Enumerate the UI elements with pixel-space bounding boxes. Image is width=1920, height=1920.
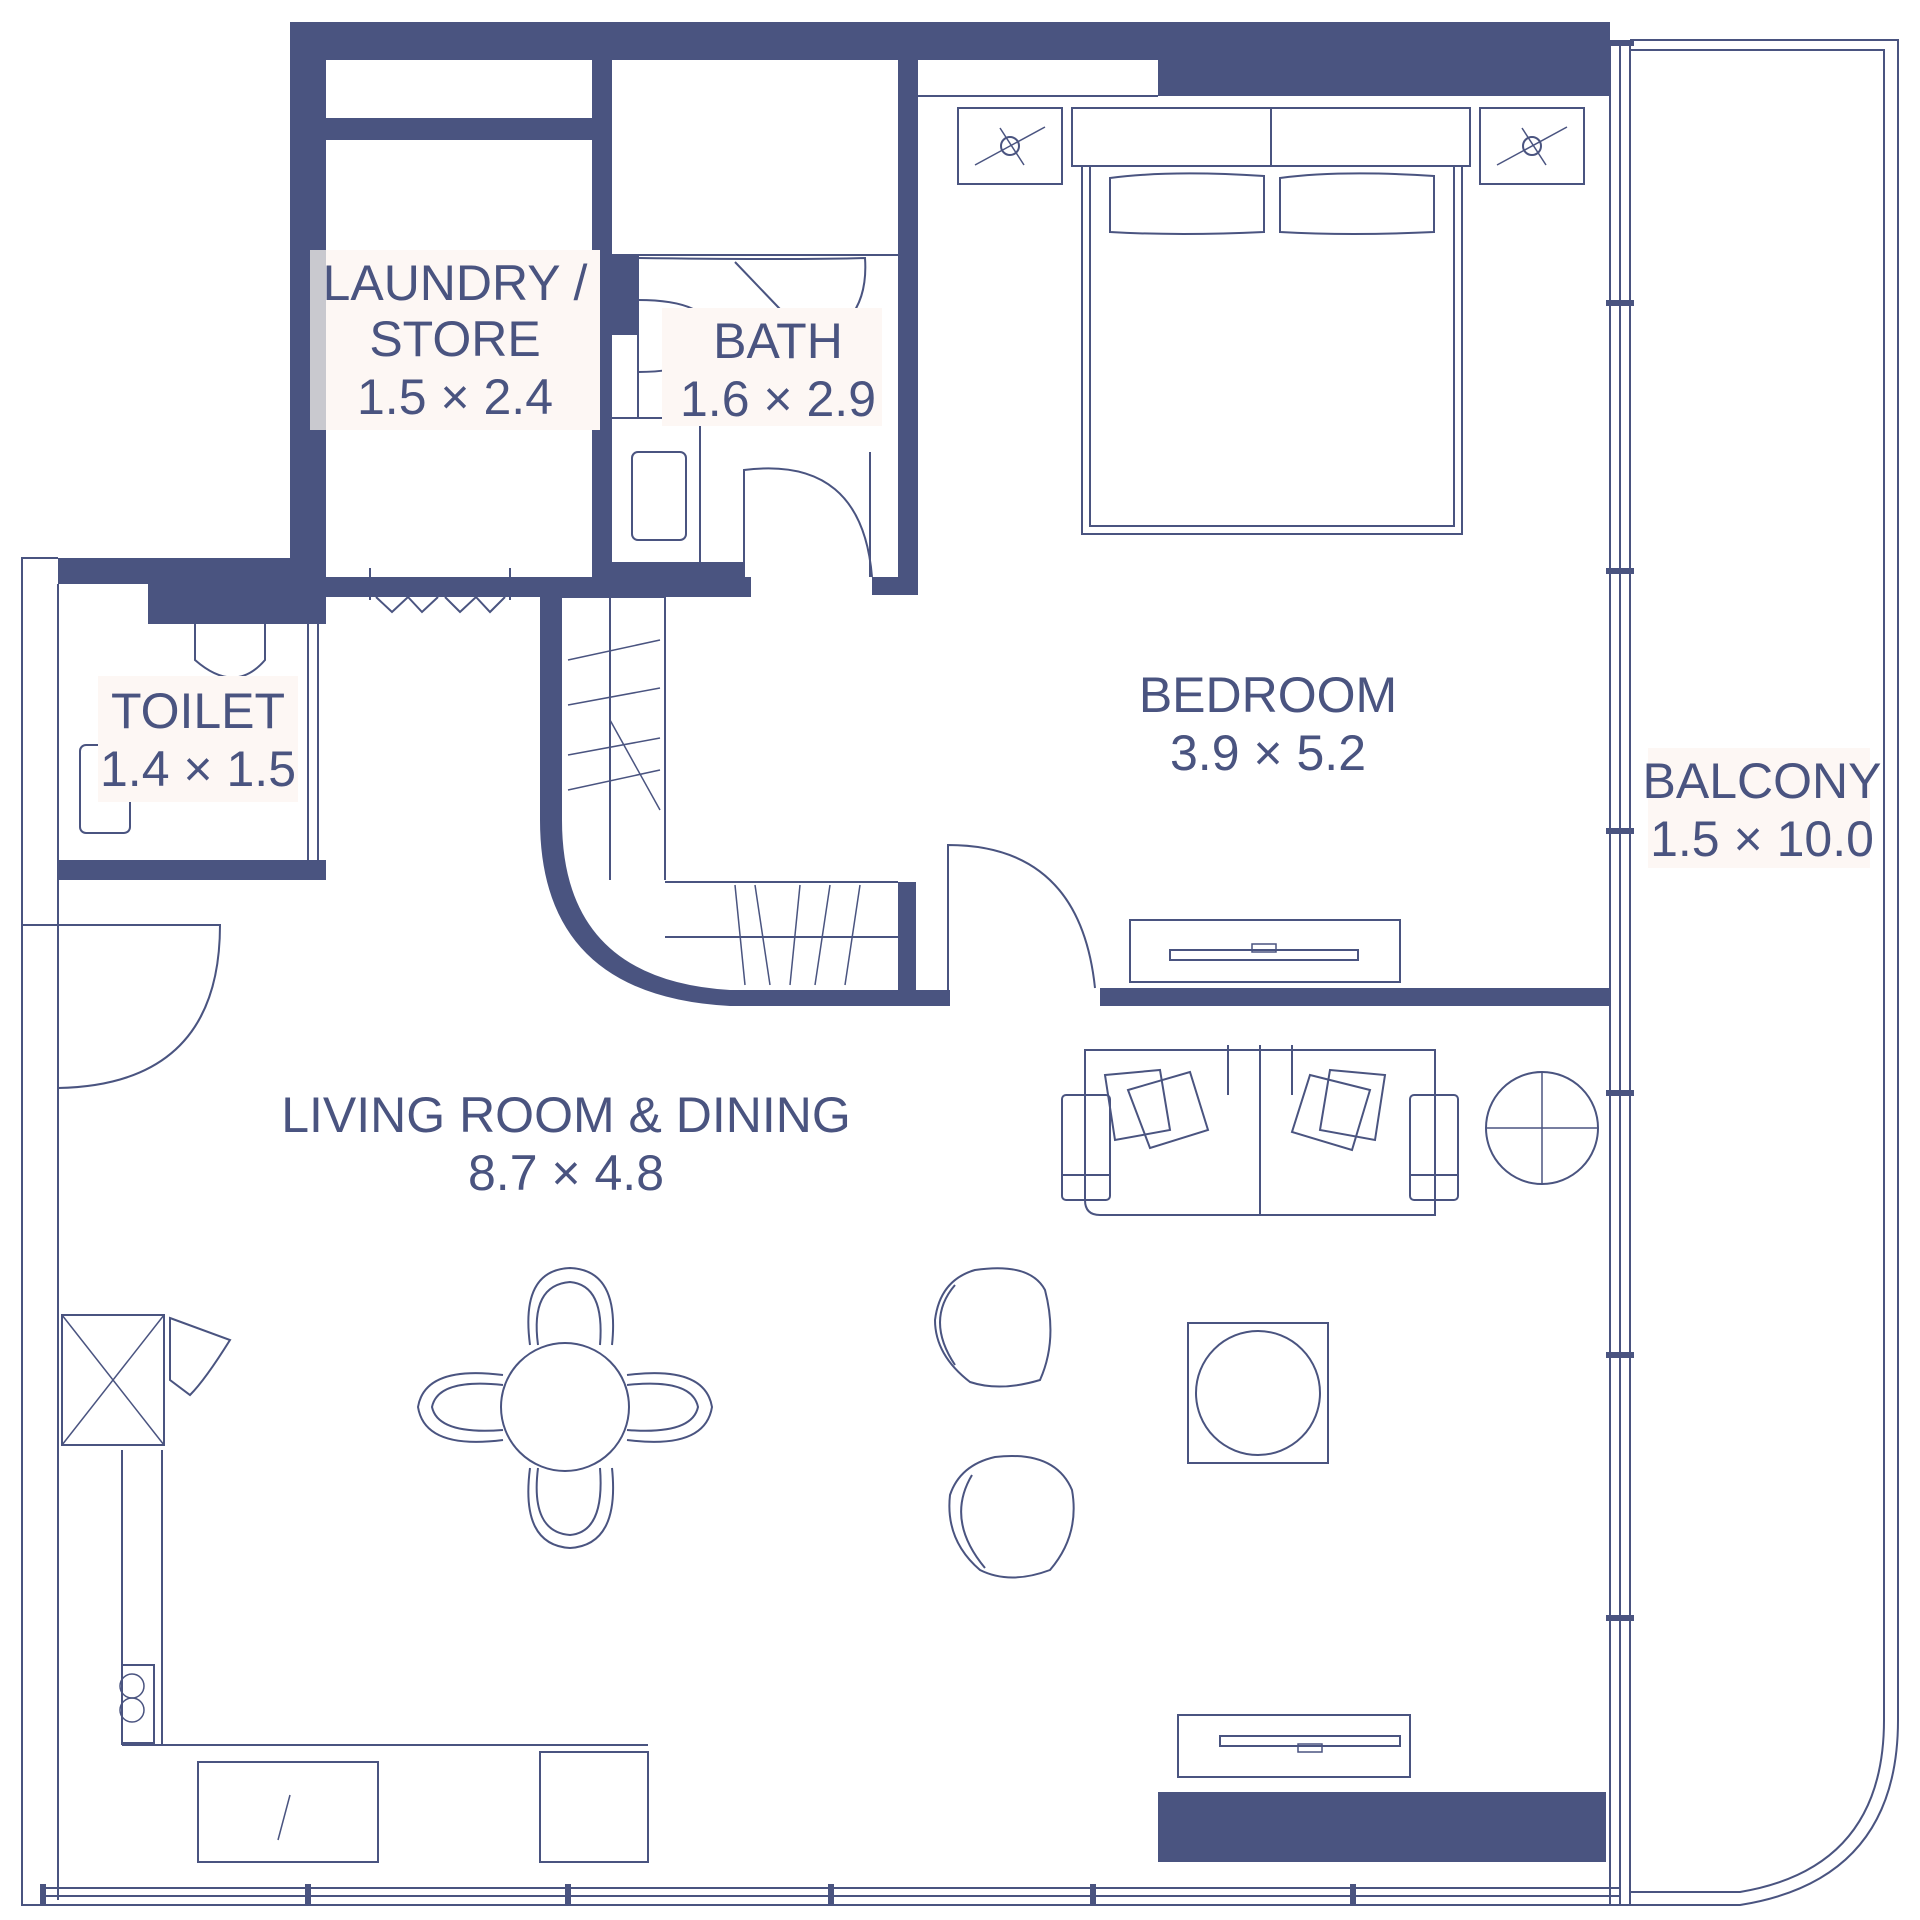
bath-stub xyxy=(612,255,638,335)
walls xyxy=(58,22,1610,1862)
curved-wall xyxy=(540,597,950,1006)
toilet-name: TOILET xyxy=(111,683,285,739)
nightstand-right xyxy=(1479,107,1585,185)
toilet-bottom-wall xyxy=(58,860,326,880)
kitchen xyxy=(61,1314,649,1863)
bath-bottom-wall-right xyxy=(872,577,918,595)
dining-set xyxy=(416,1266,714,1550)
toilet-wc xyxy=(194,624,266,679)
glazing-mullions-bottom xyxy=(40,1884,1356,1904)
window-block-bottom xyxy=(1158,1792,1606,1862)
bedroom-size: 3.9 × 5.2 xyxy=(1170,725,1366,781)
coffee-table xyxy=(1187,1322,1329,1464)
side-table xyxy=(1485,1071,1599,1185)
wardrobe-vertical xyxy=(567,597,666,880)
lounge-chair-1 xyxy=(933,1267,1052,1388)
exterior-left-outline xyxy=(21,557,1610,1906)
bedroom-name: BEDROOM xyxy=(1139,667,1397,723)
bath-bottom-wall-left xyxy=(592,562,744,597)
glazing-mullions-right xyxy=(1606,40,1634,1621)
laundry-shelf-top xyxy=(326,118,592,140)
balcony-label-bg xyxy=(1648,748,1870,868)
laundry-label-bg xyxy=(310,250,600,430)
laundry-name-line2: STORE xyxy=(369,311,540,367)
living-name: LIVING ROOM & DINING xyxy=(281,1087,851,1143)
bath-door-swing xyxy=(743,467,873,590)
room-labels: LAUNDRY / STORE 1.5 × 2.4 BATH 1.6 × 2.9… xyxy=(98,250,1881,1201)
bed xyxy=(1071,107,1471,535)
entry-door-swing xyxy=(22,924,222,1089)
toilet-size: 1.4 × 1.5 xyxy=(100,741,296,797)
bedroom-bottom-wall xyxy=(1100,988,1610,1006)
laundry-size: 1.5 × 2.4 xyxy=(357,369,553,425)
sofa xyxy=(1061,1045,1459,1216)
wardrobe-horizontal xyxy=(665,881,898,986)
toilet-top-wall xyxy=(58,558,326,584)
top-wall-left xyxy=(290,22,1610,60)
laundry-label-edge xyxy=(310,250,326,430)
outlines xyxy=(21,39,1899,1906)
lounge-chair-2 xyxy=(948,1455,1075,1579)
laundry-name-line1: LAUNDRY / xyxy=(323,255,588,311)
bath-name: BATH xyxy=(713,313,843,369)
wardrobe-divider xyxy=(898,882,916,990)
bath-size: 1.6 × 2.9 xyxy=(680,371,876,427)
toilet-inner-wall-block xyxy=(148,584,326,624)
balcony-outline-inner xyxy=(1630,49,1885,1893)
balcony-size: 1.5 × 10.0 xyxy=(1650,811,1874,867)
living-size: 8.7 × 4.8 xyxy=(468,1145,664,1201)
nightstand-left xyxy=(957,107,1063,185)
bedroom-tv-unit xyxy=(1129,919,1401,983)
balcony-name: BALCONY xyxy=(1643,753,1882,809)
toilet-label-bg xyxy=(98,676,298,802)
bath-label-bg xyxy=(662,308,882,426)
balcony-outline-outer xyxy=(1610,39,1899,1906)
living-tv-unit xyxy=(1177,1714,1411,1778)
toilet-right-wall xyxy=(300,584,326,614)
laundry-bath-partition xyxy=(592,60,612,577)
bath-right-wall xyxy=(898,60,918,595)
laundry-bifold-doors xyxy=(369,568,511,614)
bedroom-door-swing xyxy=(947,843,1096,1006)
top-wall-right-thick xyxy=(1158,60,1610,96)
bath-sink xyxy=(631,451,687,541)
